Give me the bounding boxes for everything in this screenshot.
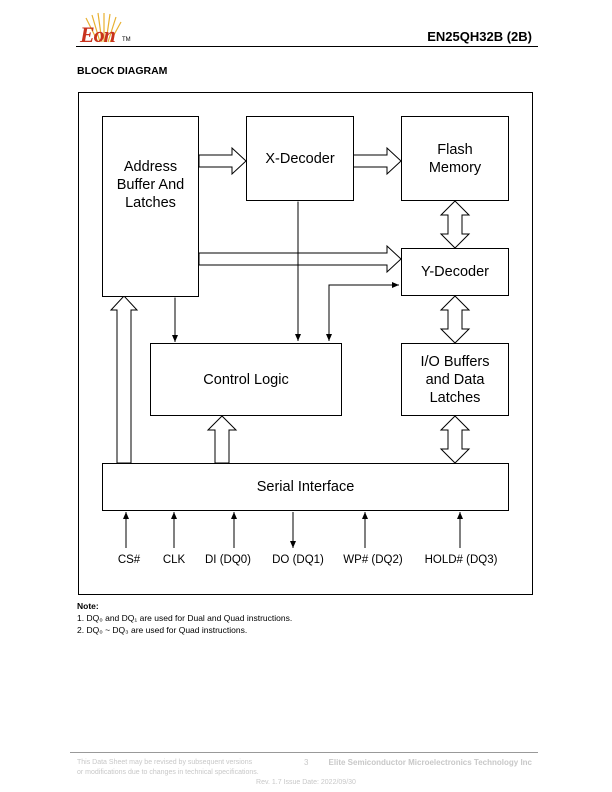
pin-label-hold: HOLD# (DQ3) bbox=[424, 554, 498, 566]
footer-disclaimer: This Data Sheet may be revised by subseq… bbox=[77, 758, 259, 778]
serial-interface-block: Serial Interface bbox=[102, 463, 509, 511]
pin-label-wp: WP# (DQ2) bbox=[343, 554, 403, 566]
io-buffers-label: I/O Buffers and Data Latches bbox=[420, 353, 490, 406]
addr-to-xdecoder-arrow bbox=[198, 146, 247, 176]
page-number: 3 bbox=[304, 758, 309, 767]
control-logic-block: Control Logic bbox=[150, 343, 342, 416]
logo-trademark: TM bbox=[122, 37, 131, 43]
header-divider bbox=[76, 46, 538, 47]
document-title: EN25QH32B (2B) bbox=[427, 29, 532, 44]
flash-memory-block: Flash Memory bbox=[401, 116, 509, 201]
footer-divider bbox=[70, 752, 538, 753]
serial-interface-label: Serial Interface bbox=[256, 479, 355, 495]
note-line-1: 1. DQ₀ and DQ₁ are used for Dual and Qua… bbox=[77, 613, 293, 623]
address-buffer-label: Address Buffer And Latches bbox=[116, 158, 185, 211]
serial-to-address-arrow bbox=[109, 295, 139, 464]
ydecoder-io-double-arrow bbox=[439, 295, 471, 344]
control-ydecoder-line bbox=[328, 282, 399, 341]
logo-wordmark: Eon bbox=[80, 22, 116, 47]
addr-to-ydecoder-arrow bbox=[198, 244, 402, 274]
x-decoder-label: X-Decoder bbox=[265, 150, 335, 167]
footer-disclaimer-line-2: or modifications due to changes in techn… bbox=[77, 769, 259, 776]
io-buffers-block: I/O Buffers and Data Latches bbox=[401, 343, 509, 416]
eon-logo-icon bbox=[85, 12, 122, 43]
y-decoder-label: Y-Decoder bbox=[421, 264, 489, 280]
xdecoder-to-flash-arrow bbox=[352, 146, 402, 176]
pin-label-cs: CS# bbox=[117, 554, 141, 566]
address-buffer-block: Address Buffer And Latches bbox=[102, 116, 199, 297]
section-title: BLOCK DIAGRAM bbox=[77, 65, 168, 77]
control-logic-label: Control Logic bbox=[203, 371, 289, 388]
pin-label-clk: CLK bbox=[162, 554, 186, 566]
notes-title: Note: bbox=[77, 601, 99, 611]
pin-label-di: DI (DQ0) bbox=[205, 554, 251, 566]
y-decoder-block: Y-Decoder bbox=[401, 248, 509, 296]
io-serial-double-arrow bbox=[439, 415, 471, 464]
notes: Note: 1. DQ₀ and DQ₁ are used for Dual a… bbox=[77, 600, 292, 636]
x-decoder-block: X-Decoder bbox=[246, 116, 354, 201]
footer-disclaimer-line-1: This Data Sheet may be revised by subseq… bbox=[77, 759, 253, 766]
footer-revision: Rev. 1.7 Issue Date: 2022/09/30 bbox=[256, 779, 356, 786]
note-line-2: 2. DQ₀ ~ DQ₃ are used for Quad instructi… bbox=[77, 625, 248, 635]
flash-ydecoder-double-arrow bbox=[439, 200, 471, 249]
serial-to-control-arrow bbox=[206, 415, 238, 464]
pin-label-do: DO (DQ1) bbox=[272, 554, 324, 566]
diagram-frame bbox=[78, 92, 533, 595]
footer-company: Elite Semiconductor Microelectronics Tec… bbox=[328, 758, 532, 767]
flash-memory-label: Flash Memory bbox=[428, 141, 482, 176]
